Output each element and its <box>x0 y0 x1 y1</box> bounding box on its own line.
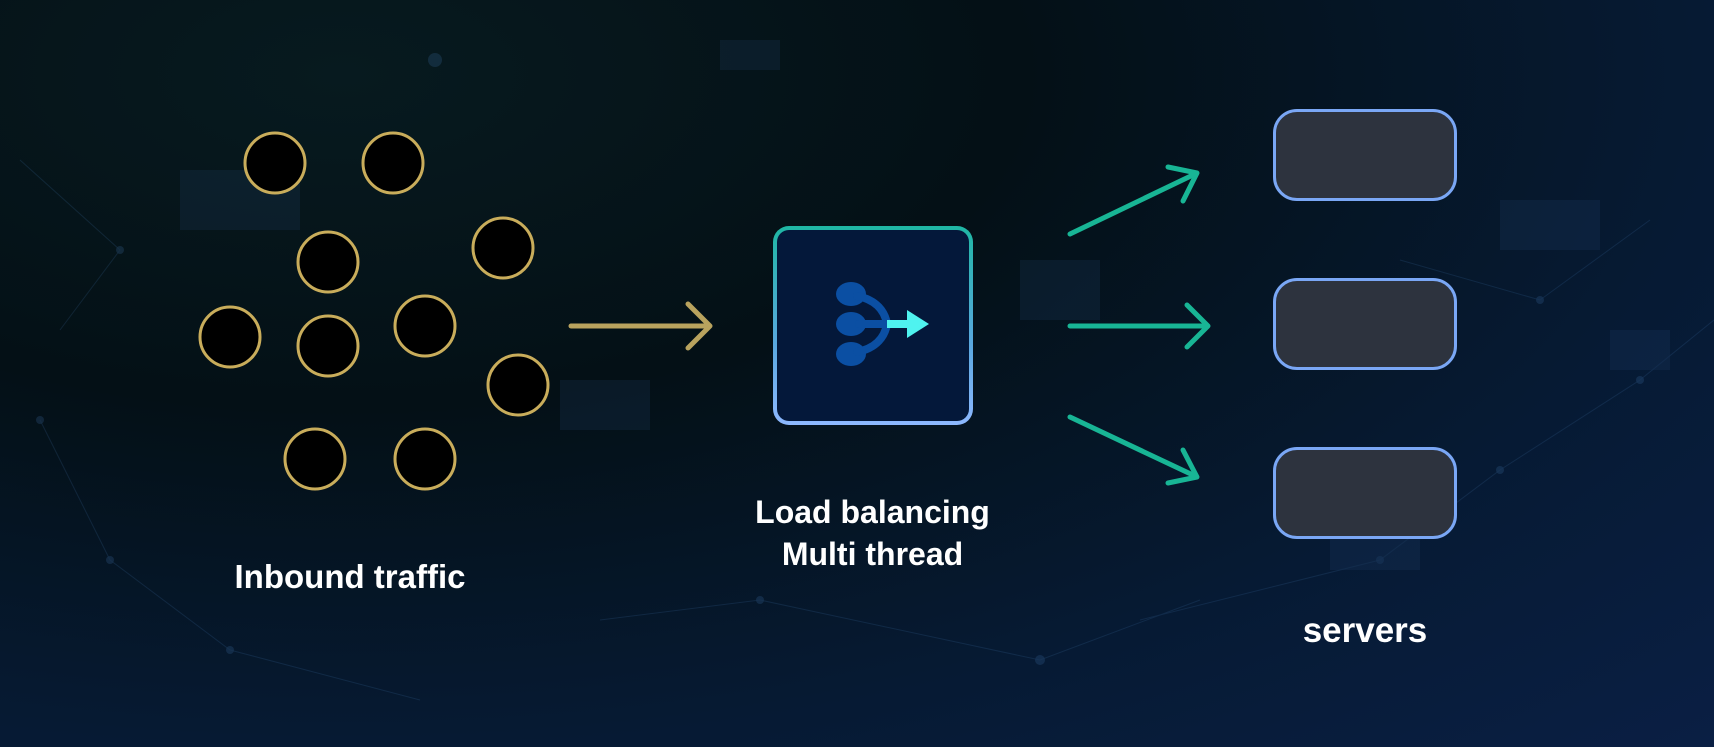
load-balancer-box <box>773 226 973 425</box>
server-box <box>1273 278 1457 370</box>
request-node <box>471 216 535 280</box>
request-node <box>393 294 457 358</box>
merge-arrow-icon <box>836 282 929 366</box>
server-box <box>1273 109 1457 201</box>
request-node <box>283 427 347 491</box>
load-balancer-label: Load balancing Multi thread <box>720 492 1025 575</box>
request-node <box>296 314 360 378</box>
request-node <box>486 353 550 417</box>
load-balancer-label-line2: Multi thread <box>781 535 964 572</box>
request-node <box>296 230 360 294</box>
request-node <box>393 427 457 491</box>
servers-label: servers <box>1302 611 1428 650</box>
outbound-arrows <box>1067 164 1211 486</box>
inbound-arrow <box>568 301 713 351</box>
outbound-arrow-middle <box>1067 302 1211 350</box>
inbound-traffic-cluster <box>198 131 550 491</box>
outbound-arrow-bottom <box>1067 414 1200 486</box>
request-node <box>198 305 262 369</box>
request-node <box>243 131 307 195</box>
load-balancer-label-line1: Load balancing <box>755 494 990 530</box>
request-node <box>361 131 425 195</box>
outbound-arrow-top <box>1067 164 1200 237</box>
inbound-traffic-label: Inbound traffic <box>234 558 466 595</box>
server-box <box>1273 447 1457 539</box>
